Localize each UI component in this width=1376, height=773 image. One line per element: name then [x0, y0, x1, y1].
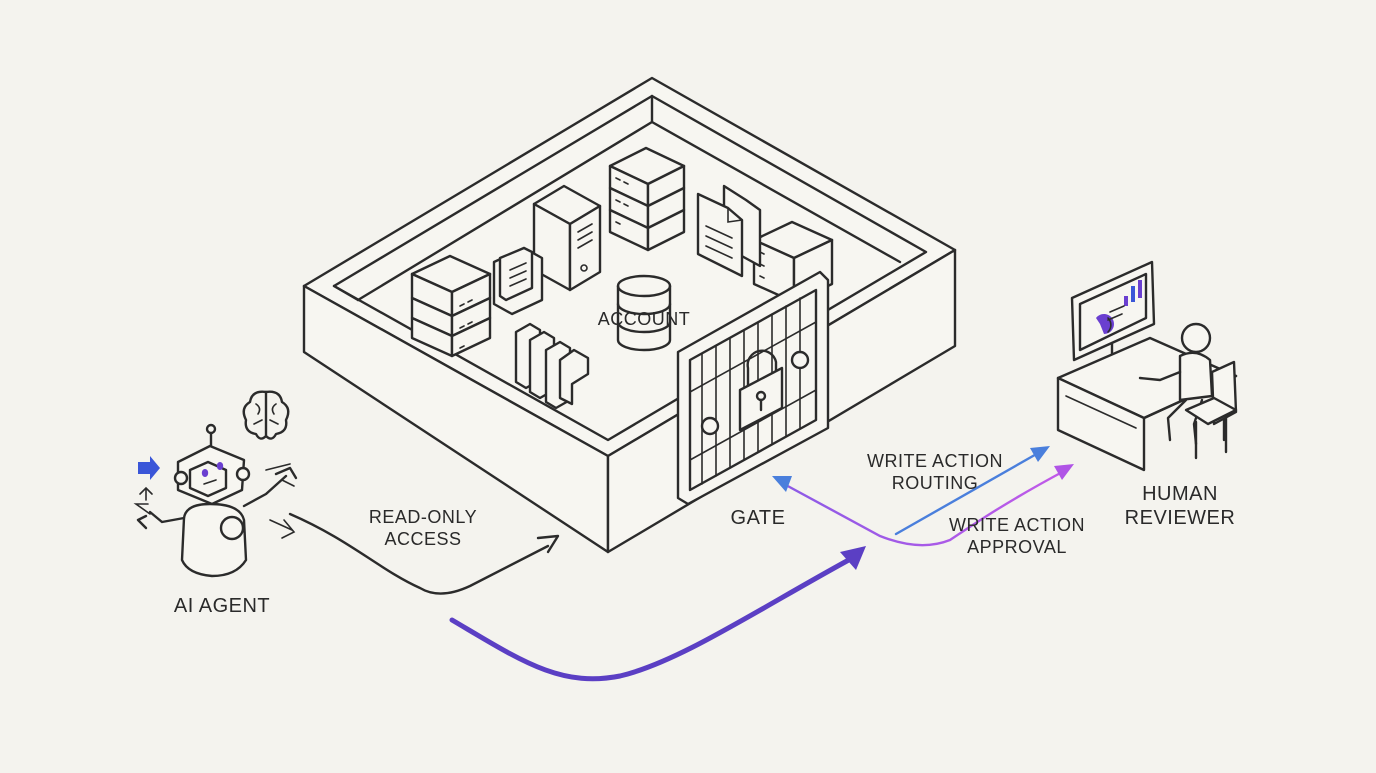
robot-icon [136, 423, 298, 578]
brain-icon [242, 390, 290, 440]
human-reviewer-line1: HUMAN [1142, 483, 1218, 505]
file-icon [492, 184, 762, 316]
read-only-label: READ-ONLY ACCESS [354, 506, 492, 550]
vault-floor [332, 94, 928, 442]
chair-icon [1184, 360, 1238, 460]
write-approval-label: WRITE ACTION APPROVAL [938, 514, 1096, 558]
write-routing-line1: WRITE ACTION [867, 451, 1003, 471]
database-icon [616, 274, 672, 352]
read-only-line2: ACCESS [384, 529, 462, 549]
vault-inner-floor-edge [356, 120, 902, 302]
write-routing-label: WRITE ACTION ROUTING [856, 450, 1014, 494]
agent-action-arrows [133, 456, 296, 539]
write-approval-line2: APPROVAL [967, 537, 1067, 557]
write-approval-line1: WRITE ACTION [949, 515, 1085, 535]
write-approval-arrow [772, 464, 1074, 547]
write-routing-arrow [894, 446, 1050, 536]
person-icon [1138, 322, 1214, 446]
read-only-arrow [288, 512, 560, 595]
folder-icon [514, 322, 590, 410]
read-only-line1: READ-ONLY [368, 507, 478, 527]
human-reviewer-label: HUMAN REVIEWER [1110, 482, 1250, 530]
agent-write-arrow [449, 546, 866, 682]
write-routing-line2: ROUTING [891, 473, 979, 493]
ai-agent-label: AI AGENT [173, 595, 271, 617]
human-reviewer-line2: REVIEWER [1124, 507, 1236, 529]
gate-label: GATE [730, 507, 786, 529]
account-label: ACCOUNT [597, 309, 691, 329]
padlock-icon [738, 349, 784, 432]
server-icon [410, 146, 834, 358]
